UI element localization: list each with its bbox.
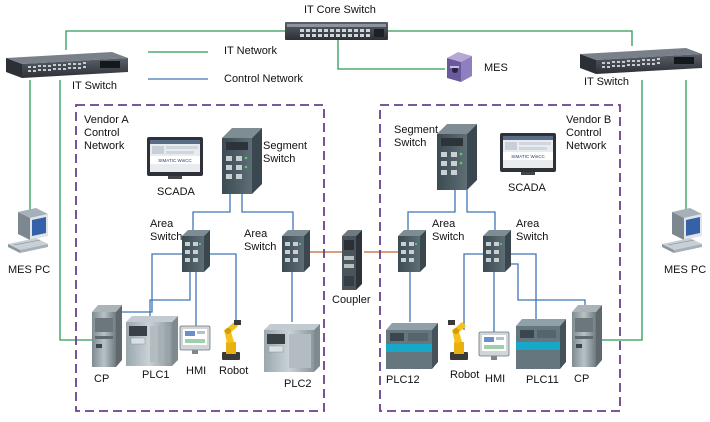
ctrl-b-area2-robot — [463, 253, 488, 330]
plc11-label: PLC11 — [526, 374, 559, 386]
control-network-lines — [107, 78, 586, 332]
area-switch-a2-label: Area Switch — [244, 228, 277, 253]
it-link-right-cp — [598, 80, 643, 341]
area-switch-a1-icon — [182, 230, 210, 272]
segment-switch-b-icon — [437, 124, 477, 190]
coupler-icon — [342, 230, 362, 290]
it-switch-left-icon — [6, 52, 128, 78]
mes-label: MES — [484, 62, 508, 74]
plc1-icon — [126, 316, 178, 366]
vendor-b-title: Vendor B Control Network — [566, 114, 612, 152]
it-switch-right-icon — [580, 48, 702, 74]
plc1-label: PLC1 — [142, 369, 170, 381]
segment-switch-a-label: Segment Switch — [263, 140, 308, 165]
segment-switch-a-icon — [222, 128, 262, 194]
it-switch-right-label: IT Switch — [584, 76, 630, 88]
mes-pc-left-label: MES PC — [8, 264, 51, 276]
it-link-core-left — [65, 30, 285, 50]
hmi-a-label: HMI — [186, 365, 207, 377]
ctrl-a-area1-plc1 — [149, 270, 191, 318]
it-link-left-cp — [59, 80, 92, 341]
mes-pc-right-label: MES PC — [664, 264, 707, 276]
area-switch-b2-icon — [483, 230, 511, 272]
it-switch-left-label: IT Switch — [72, 80, 118, 92]
hmi-b-label: HMI — [485, 373, 506, 385]
area-switch-b2-label: Area Switch — [516, 218, 549, 243]
area-switch-a2-icon — [282, 230, 310, 272]
scada-b-screen-text: SIMATIC WinCC — [511, 154, 545, 159]
segment-switch-b-label: Segment Switch — [394, 124, 439, 149]
vendor-a-title: Vendor A Control Network — [84, 114, 129, 152]
scada-a-screen-text: SIMATIC WinCC — [158, 158, 192, 163]
scada-b-monitor-icon: SIMATIC WinCC — [500, 133, 556, 175]
hmi-b-icon — [478, 331, 510, 360]
legend-control-network-label: Control Network — [224, 73, 303, 85]
robot-b-icon — [448, 320, 468, 360]
mes-server-icon — [447, 52, 472, 82]
ctrl-b-seg-area2 — [466, 186, 496, 232]
scada-a-monitor-icon: SIMATIC WinCC — [147, 137, 203, 179]
plc11-icon — [516, 319, 566, 369]
ctrl-a-seg-area1 — [192, 190, 231, 232]
hmi-a-icon — [179, 325, 211, 354]
it-link-core-right — [388, 30, 633, 46]
cp-a-label: CP — [94, 373, 110, 385]
it-link-core-mes — [337, 40, 445, 70]
coupler-label: Coupler — [332, 294, 371, 306]
ctrl-b-area2-cp — [502, 263, 586, 312]
area-switch-b1-label: Area Switch — [432, 218, 465, 243]
robot-a-icon — [222, 320, 241, 360]
mes-pc-right-icon — [662, 208, 702, 253]
plc12-icon — [386, 323, 438, 369]
area-switch-b1-icon — [398, 230, 426, 272]
scada-b-label: SCADA — [508, 182, 546, 194]
vendor-a-boundary — [75, 104, 325, 412]
it-network-lines — [29, 30, 687, 341]
robot-a-label: Robot — [219, 365, 249, 377]
legend-it-network-label: IT Network — [224, 45, 277, 57]
cp-a-icon — [92, 305, 122, 367]
ctrl-a-seg-area2 — [241, 190, 294, 232]
plc2-label: PLC2 — [284, 378, 312, 390]
area-switch-a1-label: Area Switch — [150, 218, 183, 243]
mes-pc-left-icon — [8, 208, 48, 253]
scada-a-label: SCADA — [157, 186, 195, 198]
cp-b-icon — [572, 305, 602, 367]
plc12-label: PLC12 — [386, 374, 420, 386]
ctrl-a-area1-robot — [200, 253, 237, 325]
it-core-switch-icon — [285, 22, 388, 40]
vendor-b-boundary — [379, 104, 621, 412]
ctrl-b-area2-plc11 — [502, 253, 537, 320]
it-core-switch-label: IT Core Switch — [304, 4, 376, 16]
robot-b-label: Robot — [450, 369, 480, 381]
ctrl-b-seg-area1 — [407, 186, 456, 232]
cp-b-label: CP — [574, 373, 590, 385]
plc2-icon — [264, 324, 320, 372]
